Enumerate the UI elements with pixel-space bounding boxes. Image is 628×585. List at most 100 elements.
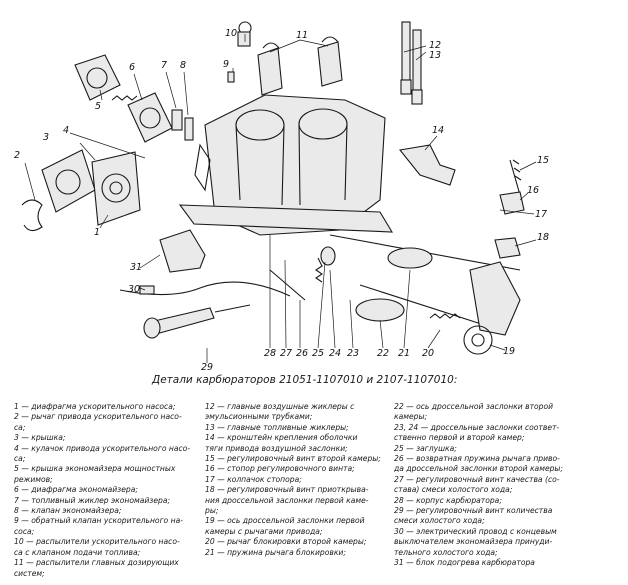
- legend-line: 20 — рычаг блокировки второй камеры;: [205, 537, 367, 547]
- callout-14: 14: [432, 125, 444, 136]
- legend-line: тяги привода воздушной заслонки;: [205, 443, 348, 453]
- legend-line: 11 — распылители главных дозирующих: [14, 558, 179, 568]
- legend-line: тельного холостого хода;: [394, 547, 498, 557]
- legend-line: систем;: [14, 568, 45, 578]
- idle-screws: [269, 246, 336, 301]
- legend-line: 26 — возвратная пружина рычага приво-: [394, 454, 560, 464]
- economizer-diaphragm: [111, 92, 173, 143]
- callout-31: 31: [130, 262, 142, 273]
- legend-line: 30 — электрический провод с концевым: [394, 526, 557, 536]
- legend-line: 4 — кулачок привода ускорительного насо-: [14, 443, 191, 453]
- legend-line: да дроссельной заслонки второй камеры;: [394, 464, 563, 474]
- main-jets: [400, 21, 427, 105]
- legend-line: камеры;: [394, 412, 428, 422]
- callout-18: 18: [537, 232, 549, 243]
- legend-line: 13 — главные топливные жиклеры;: [205, 422, 349, 432]
- legend-line: 2 — рычаг привода ускорительного насо-: [14, 412, 182, 422]
- legend-line: 9 — обратный клапан ускорительного на-: [14, 516, 183, 526]
- legend-line: 23, 24 — дроссельные заслонки соотвeт-: [394, 422, 560, 432]
- callout-25: 25: [312, 348, 324, 359]
- legend-line: соса;: [14, 526, 35, 536]
- legend-line: 3 — крышка;: [14, 433, 66, 443]
- callout-3: 3: [43, 132, 49, 143]
- callout-13: 13: [429, 50, 441, 61]
- carburetor-body: [178, 94, 393, 236]
- legend-line: ственно первой и второй камер;: [394, 433, 525, 443]
- callout-9: 9: [223, 59, 229, 70]
- legend-line: эмульсионными трубками;: [205, 412, 313, 422]
- leader-lines: [24, 34, 537, 363]
- callout-24: 24: [329, 348, 341, 359]
- legend-line: смеси холостого хода;: [394, 516, 485, 526]
- legend-line: 22 — ось дроссельной заслонки второй: [394, 402, 554, 411]
- legend-line: 10 — распылители ускорительного насо-: [14, 537, 180, 547]
- callout-7: 7: [161, 60, 167, 71]
- legend-line: камеры с рычагами привода;: [205, 526, 323, 536]
- callout-26: 26: [296, 348, 308, 359]
- callout-17: 17: [535, 209, 547, 220]
- legend-line: 17 — колпачок стопора;: [205, 474, 302, 484]
- exploded-view-drawing: 1 2 3 4 5 6 7 8 9 10 11 12 13 14 15 16 1…: [14, 21, 549, 372]
- legend-line: 28 — корпус карбюратора;: [394, 495, 502, 505]
- callout-11: 11: [296, 30, 308, 41]
- callout-1: 1: [94, 227, 100, 238]
- callout-4: 4: [63, 125, 69, 136]
- callout-6: 6: [129, 62, 135, 73]
- legend-line: 12 — главные воздушные жиклеры с: [205, 402, 355, 411]
- legend-column-1: 1 — диафрагма ускорительного насоса;2 — …: [14, 402, 202, 579]
- mixture-screw: [143, 304, 251, 339]
- callout-19: 19: [503, 346, 515, 357]
- callout-2: 2: [14, 150, 20, 161]
- callout-29: 29: [201, 362, 213, 372]
- callout-10: 10: [225, 28, 237, 39]
- legend-line: ния дроссельной заслонки первой каме-: [205, 495, 369, 505]
- legend-line: 7 — топливный жиклер экономайзера;: [14, 495, 171, 505]
- callout-5: 5: [95, 101, 101, 112]
- legend-line: 8 — клапан экономайзера;: [14, 506, 122, 516]
- legend-line: става) смеси холостого хода;: [394, 485, 513, 495]
- legend-line: 5 — крышка экономайзера мощностных: [14, 464, 176, 474]
- legend-line: 31 — блок подогрева карбюратора: [394, 558, 535, 568]
- legend-line: 14 — кронштейн крепления оболочки: [205, 433, 358, 443]
- legend-line: режимов;: [14, 474, 53, 484]
- callout-20: 20: [422, 348, 434, 359]
- pump-cover: [21, 149, 96, 232]
- legend-line: са с клапаном подачи топлива;: [14, 547, 141, 557]
- heater-block: [119, 229, 291, 297]
- legend-line: ры;: [205, 506, 219, 516]
- legend-line: 29 — регулировочный винт количества: [394, 506, 553, 516]
- legend-line: 18 — регулировочный винт приоткрыва-: [205, 485, 369, 495]
- top-tubes: [257, 36, 343, 96]
- legend-line: 16 — стопор регулировочного винта;: [205, 464, 355, 474]
- legend-line: 27 — регулировочный винт качества (со-: [394, 474, 560, 484]
- figure-caption: Детали карбюраторов 21051-1107010 и 2107…: [152, 374, 458, 386]
- pump-diaphragm: [91, 151, 141, 226]
- callout-23: 23: [347, 348, 359, 359]
- throttle-assembly: [329, 234, 521, 355]
- callout-8: 8: [180, 60, 186, 71]
- callout-12: 12: [429, 40, 441, 51]
- callout-30: 30: [128, 284, 140, 295]
- callout-labels: 1 2 3 4 5 6 7 8 9 10 11 12 13 14 15 16 1…: [14, 28, 549, 372]
- legend-line: 21 — пружина рычага блокировки;: [205, 547, 346, 557]
- callout-16: 16: [527, 185, 539, 196]
- legend-line: 15 — регулировочный винт второй камеры;: [205, 454, 381, 464]
- adjust-screws: [494, 159, 525, 259]
- economizer-cover: [74, 54, 121, 101]
- legend-line: 19 — ось дроссельной заслонки первой: [205, 516, 365, 526]
- legend-line: 1 — диафрагма ускорительного насоса;: [14, 402, 176, 411]
- callout-27: 27: [280, 348, 292, 359]
- legend-line: выключателем экономайзера принуди-: [394, 537, 553, 547]
- legend-line: са;: [14, 422, 26, 432]
- callout-21: 21: [398, 348, 410, 359]
- legend-line: 6 — диафрагма экономайзера;: [14, 485, 138, 495]
- callout-28: 28: [264, 348, 276, 359]
- bracket: [398, 144, 456, 186]
- legend-line: 25 — заглушка;: [394, 443, 457, 453]
- callout-22: 22: [377, 348, 389, 359]
- legend-line: са;: [14, 454, 26, 464]
- callout-15: 15: [537, 155, 549, 166]
